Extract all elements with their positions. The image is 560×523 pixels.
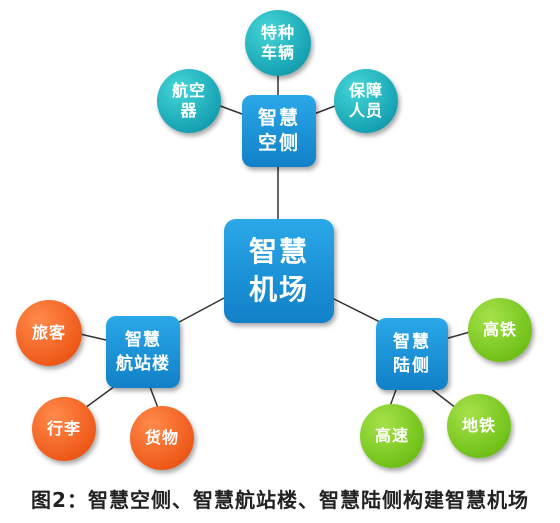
smart-landside-node: 智慧 陆侧 [376, 318, 448, 390]
support-staff-node: 保障 人员 [334, 69, 398, 133]
passengers-node: 旅客 [16, 300, 82, 366]
high-speed-rail-node: 高铁 [468, 298, 532, 362]
smart-airside-node: 智慧 空侧 [242, 95, 316, 167]
line-landside-expressway [389, 389, 397, 407]
line-terminal-cargo [149, 386, 159, 409]
line-terminal-baggage [84, 385, 116, 409]
metro-node: 地铁 [447, 394, 511, 458]
special-vehicles-node: 特种 车辆 [245, 10, 311, 76]
cargo-node: 货物 [130, 406, 194, 470]
smart-terminal-node: 智慧 航站楼 [106, 316, 180, 388]
baggage-node: 行李 [32, 397, 96, 461]
smart-airport-node: 智慧 机场 [224, 219, 334, 323]
figure-caption: 图2：智慧空侧、智慧航站楼、智慧陆侧构建智慧机场 [31, 488, 529, 512]
line-terminal-passengers [79, 333, 107, 341]
line-landside-metro [429, 387, 457, 409]
expressway-node: 高速 [360, 404, 424, 468]
aircraft-node: 航空 器 [157, 69, 221, 133]
line-center-landside [329, 296, 387, 326]
